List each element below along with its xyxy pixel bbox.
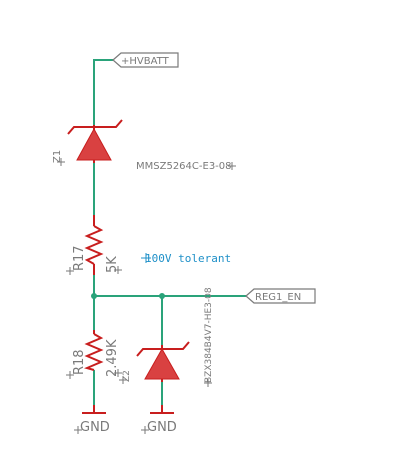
gnd-symbol-right[interactable]: GND bbox=[141, 405, 177, 435]
note-100v-tolerant: 100V tolerant bbox=[141, 252, 231, 265]
z1-value: MMSZ5264C-E3-08 bbox=[136, 161, 232, 172]
gnd-right-label: GND bbox=[147, 420, 177, 435]
z2-ref: Z2 bbox=[122, 370, 132, 382]
r17-value: 5K bbox=[105, 256, 120, 273]
zener-diode-z2[interactable]: Z2 BZX384B4V7-HE3-08 bbox=[119, 287, 214, 387]
hvbatt-label: +HVBATT bbox=[121, 56, 170, 67]
zener-diode-z1[interactable]: Z1 MMSZ5264C-E3-08 bbox=[52, 119, 236, 172]
junction-dot bbox=[91, 293, 97, 299]
gnd-left-label: GND bbox=[80, 420, 110, 435]
z1-ref: Z1 bbox=[52, 150, 63, 163]
wire-hvbatt bbox=[93, 59, 113, 125]
r18-ref: R18 bbox=[72, 349, 87, 375]
junction-dot bbox=[159, 293, 165, 299]
resistor-r17[interactable]: R17 5K bbox=[66, 215, 122, 275]
wires bbox=[93, 59, 246, 405]
reg1-en-net-label[interactable]: REG1_EN bbox=[245, 288, 316, 304]
reg1-en-label: REG1_EN bbox=[255, 292, 301, 303]
hvbatt-net-label[interactable]: +HVBATT bbox=[112, 52, 179, 68]
z2-value: BZX384B4V7-HE3-08 bbox=[204, 287, 214, 383]
note-text: 100V tolerant bbox=[145, 252, 231, 265]
resistor-r18[interactable]: R18 2.49K bbox=[66, 330, 122, 379]
r17-ref: R17 bbox=[72, 245, 87, 271]
r18-value: 2.49K bbox=[105, 339, 120, 377]
gnd-symbol-left[interactable]: GND bbox=[74, 405, 110, 435]
